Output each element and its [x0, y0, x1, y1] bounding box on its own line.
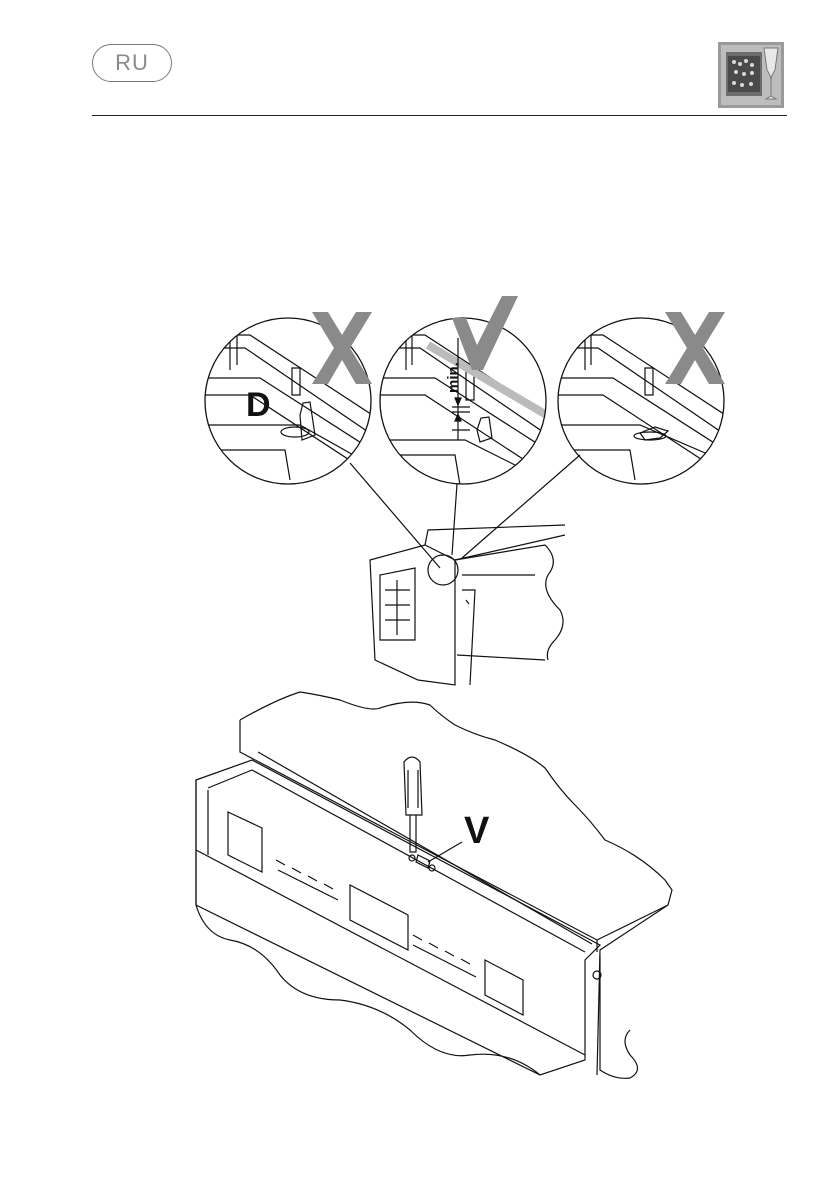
appliance-control-panel-view	[196, 692, 672, 1078]
cross-icon	[312, 312, 372, 384]
label-min: min.	[445, 362, 462, 393]
label-d: D	[246, 386, 271, 424]
cross-icon	[665, 312, 725, 384]
label-v: V	[464, 810, 490, 852]
appliance-corner-view	[370, 525, 565, 685]
